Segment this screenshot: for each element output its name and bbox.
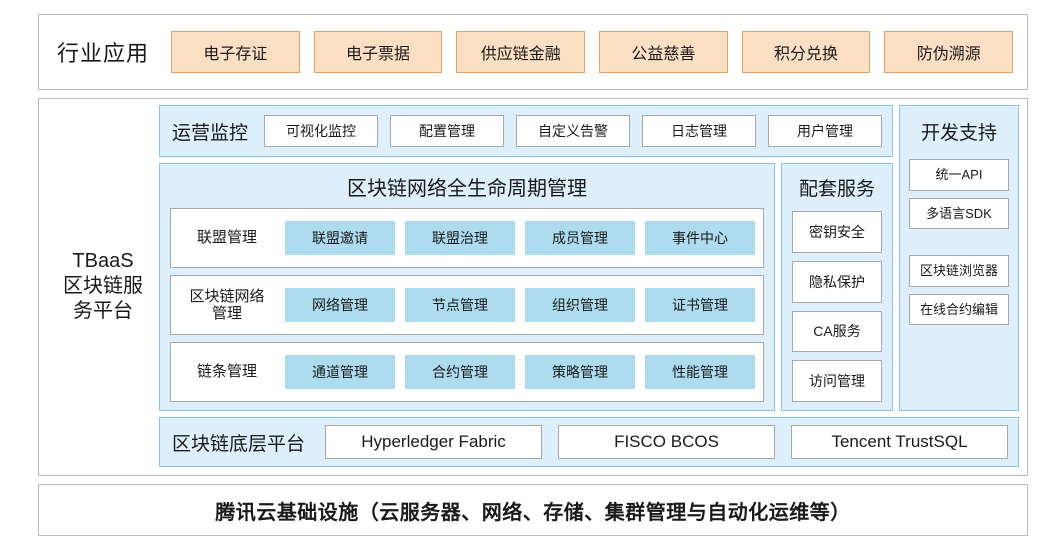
support-services-panel: 配套服务 密钥安全 隐私保护 CA服务 访问管理 bbox=[781, 163, 893, 411]
ops-item-zidingyigaojing[interactable]: 自定义告警 bbox=[516, 115, 631, 147]
lc-item-wangluoguanli[interactable]: 网络管理 bbox=[285, 287, 395, 323]
lifecycle-row-label-chain: 链条管理 bbox=[196, 363, 257, 381]
lifecycle-row-items-chain: 通道管理 合约管理 策略管理 性能管理 bbox=[285, 354, 755, 390]
platform-left-column: 运营监控 可视化监控 配置管理 自定义告警 日志管理 用户管理 区块链网络全生命… bbox=[159, 105, 893, 411]
ops-item-rizhiguanli[interactable]: 日志管理 bbox=[642, 115, 757, 147]
industry-applications-title: 行业应用 bbox=[57, 41, 150, 66]
operations-monitoring-items: 可视化监控 配置管理 自定义告警 日志管理 用户管理 bbox=[264, 115, 883, 147]
lifecycle-row-label-network: 区块链网络 管理 bbox=[189, 287, 265, 322]
lifecycle-row-items-alliance: 联盟邀请 联盟治理 成员管理 事件中心 bbox=[285, 220, 755, 256]
lifecycle-and-support-wrap: 区块链网络全生命周期管理 联盟管理 联盟邀请 联盟治理 成员管理 事件中心 bbox=[159, 163, 893, 411]
dev-item-online-contract-editor[interactable]: 在线合约编辑 bbox=[909, 293, 1009, 326]
lc-item-lianmengzhili[interactable]: 联盟治理 bbox=[405, 220, 515, 256]
industry-app-gongyinglianjinrong[interactable]: 供应链金融 bbox=[456, 31, 586, 73]
support-item-yinsibaohu[interactable]: 隐私保护 bbox=[792, 260, 882, 303]
lc-item-tongdaoguanli[interactable]: 通道管理 bbox=[285, 354, 395, 390]
dev-support-title: 开发支持 bbox=[920, 123, 997, 144]
base-item-tencent-trustsql[interactable]: Tencent TrustSQL bbox=[791, 425, 1009, 459]
tbaas-platform-card: TBaaS 区块链服 务平台 运营监控 可视化监控 配置管理 自定义告警 日志管… bbox=[38, 98, 1028, 476]
operations-monitoring-panel: 运营监控 可视化监控 配置管理 自定义告警 日志管理 用户管理 bbox=[159, 105, 893, 157]
lifecycle-management-panel: 区块链网络全生命周期管理 联盟管理 联盟邀请 联盟治理 成员管理 事件中心 bbox=[159, 163, 775, 411]
lifecycle-rows: 联盟管理 联盟邀请 联盟治理 成员管理 事件中心 区块链网 bbox=[170, 208, 764, 402]
base-platform-panel: 区块链底层平台 Hyperledger Fabric FISCO BCOS Te… bbox=[159, 417, 1019, 467]
dev-support-group-api: 统一API 多语言SDK bbox=[909, 159, 1009, 230]
industry-applications-row: 行业应用 电子存证 电子票据 供应链金融 公益慈善 积分兑换 防伪溯源 bbox=[38, 14, 1028, 90]
support-item-miyaoanquan[interactable]: 密钥安全 bbox=[792, 211, 882, 253]
lifecycle-row-chain: 链条管理 通道管理 合约管理 策略管理 性能管理 bbox=[170, 342, 764, 402]
lifecycle-management-title: 区块链网络全生命周期管理 bbox=[347, 178, 587, 200]
platform-body: 运营监控 可视化监控 配置管理 自定义告警 日志管理 用户管理 区块链网络全生命… bbox=[159, 105, 1019, 467]
base-platform-items: Hyperledger Fabric FISCO BCOS Tencent Tr… bbox=[325, 425, 1009, 459]
infrastructure-row: 腾讯云基础设施（云服务器、网络、存储、集群管理与自动化运维等） bbox=[38, 484, 1028, 536]
lc-item-jiedianguanli[interactable]: 节点管理 bbox=[405, 287, 515, 323]
lifecycle-row-network: 区块链网络 管理 网络管理 节点管理 组织管理 证书管理 bbox=[170, 275, 764, 335]
industry-app-dianzicunzheng[interactable]: 电子存证 bbox=[171, 31, 300, 73]
industry-app-dianzipiaoju[interactable]: 电子票据 bbox=[313, 31, 443, 73]
base-item-hyperledger-fabric[interactable]: Hyperledger Fabric bbox=[325, 425, 543, 459]
lc-item-lianmengyaoqing[interactable]: 联盟邀请 bbox=[285, 220, 395, 256]
lc-item-shijianzhongxin[interactable]: 事件中心 bbox=[645, 220, 755, 256]
dev-item-unified-api[interactable]: 统一API bbox=[909, 159, 1009, 191]
ops-item-yonghuguanli[interactable]: 用户管理 bbox=[768, 115, 883, 147]
platform-upper-section: 运营监控 可视化监控 配置管理 自定义告警 日志管理 用户管理 区块链网络全生命… bbox=[159, 105, 1019, 411]
industry-applications-list: 电子存证 电子票据 供应链金融 公益慈善 积分兑换 防伪溯源 bbox=[171, 31, 1014, 73]
infrastructure-label: 腾讯云基础设施（云服务器、网络、存储、集群管理与自动化运维等） bbox=[215, 501, 851, 524]
lifecycle-row-label-alliance: 联盟管理 bbox=[196, 229, 257, 247]
dev-support-group-tools: 区块链浏览器 在线合约编辑 bbox=[909, 255, 1009, 326]
base-platform-title: 区块链底层平台 bbox=[172, 433, 306, 455]
support-services-items: 密钥安全 隐私保护 CA服务 访问管理 bbox=[792, 211, 882, 402]
industry-app-gongyicishan[interactable]: 公益慈善 bbox=[599, 31, 728, 73]
industry-app-fangweisuyuan[interactable]: 防伪溯源 bbox=[884, 31, 1014, 73]
lc-item-heyueguanli[interactable]: 合约管理 bbox=[405, 354, 515, 390]
ops-item-keshihuajiankong[interactable]: 可视化监控 bbox=[264, 115, 379, 147]
operations-monitoring-title: 运营监控 bbox=[172, 122, 249, 144]
support-item-fangwenguanli[interactable]: 访问管理 bbox=[792, 360, 882, 402]
lc-item-xingnengguanli[interactable]: 性能管理 bbox=[645, 354, 755, 390]
dev-item-multilang-sdk[interactable]: 多语言SDK bbox=[909, 197, 1009, 230]
industry-app-jifenduihuan[interactable]: 积分兑换 bbox=[741, 31, 871, 73]
support-services-title: 配套服务 bbox=[798, 179, 875, 200]
dev-support-panel: 开发支持 统一API 多语言SDK 区块链浏览器 在线合约编辑 bbox=[899, 105, 1019, 411]
tbaas-platform-label: TBaaS 区块链服 务平台 bbox=[63, 249, 143, 322]
lifecycle-row-alliance: 联盟管理 联盟邀请 联盟治理 成员管理 事件中心 bbox=[170, 208, 764, 268]
base-item-fisco-bcos[interactable]: FISCO BCOS bbox=[558, 425, 776, 459]
lc-item-celveguanli[interactable]: 策略管理 bbox=[525, 354, 635, 390]
lifecycle-row-items-network: 网络管理 节点管理 组织管理 证书管理 bbox=[285, 287, 755, 323]
lc-item-chengyuanguanli[interactable]: 成员管理 bbox=[525, 220, 635, 256]
lc-item-zhengshuguanli[interactable]: 证书管理 bbox=[645, 287, 755, 323]
dev-item-blockchain-explorer[interactable]: 区块链浏览器 bbox=[909, 255, 1009, 287]
support-item-ca-service[interactable]: CA服务 bbox=[792, 310, 882, 353]
ops-item-peizhiguanli[interactable]: 配置管理 bbox=[390, 115, 505, 147]
lc-item-zuzhiguanli[interactable]: 组织管理 bbox=[525, 287, 635, 323]
